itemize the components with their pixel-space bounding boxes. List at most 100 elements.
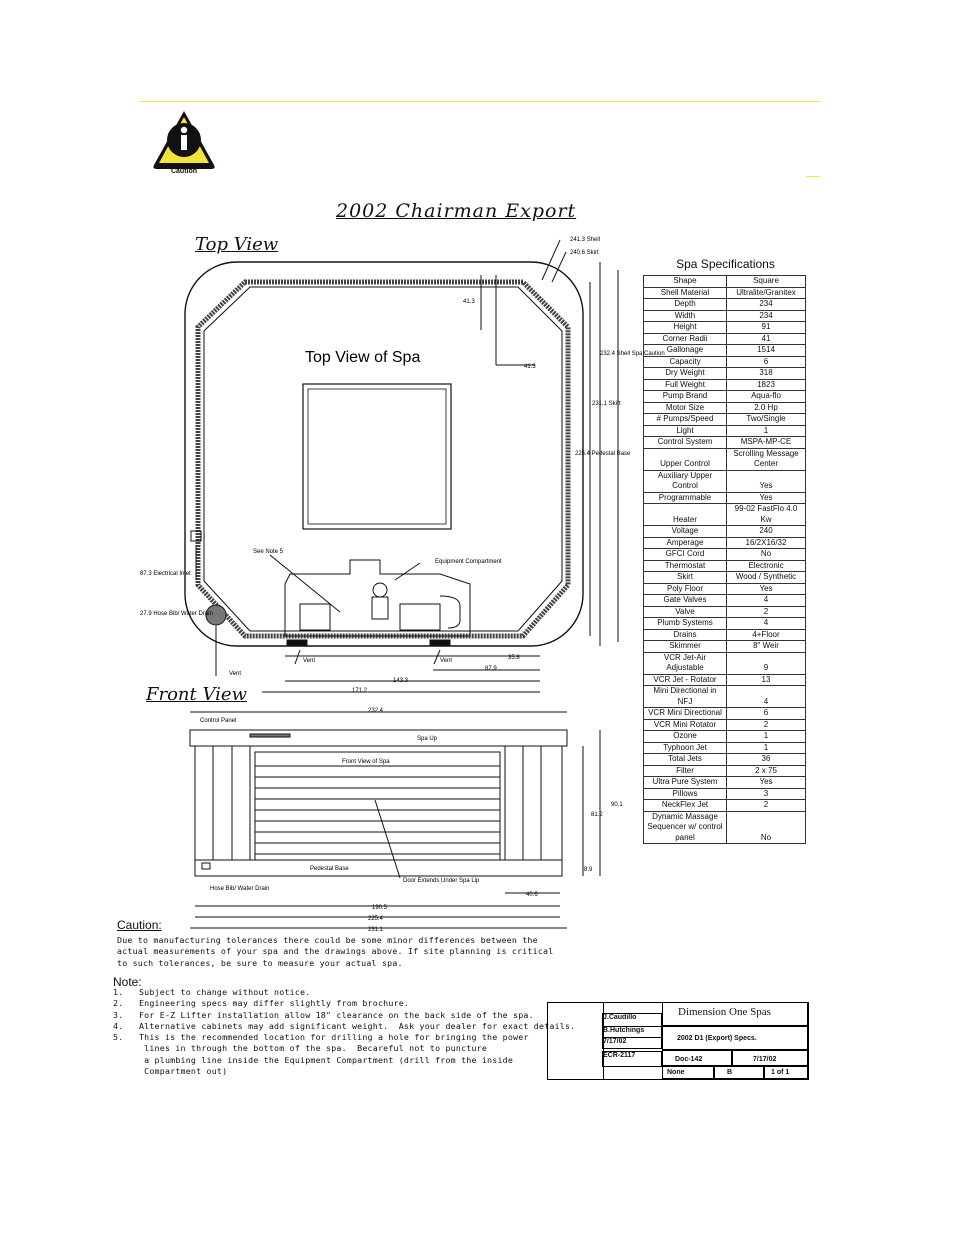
door-note-label: Door Extends Under Spa Lip	[403, 878, 480, 884]
pedestal-label: Pedestal Base	[310, 866, 349, 872]
front-dim-89: 8.9	[584, 867, 593, 873]
dim-1712: 171.2	[352, 688, 368, 694]
front-dim-406: 40.6	[526, 892, 538, 898]
note-item: Compartment out)	[113, 1066, 228, 1077]
spec-label: # Pumps/Speed	[643, 413, 727, 426]
spec-label: Heater	[643, 503, 727, 526]
spec-label: NeckFlex Jet	[643, 799, 727, 812]
spec-label: VCR Jet - Rotator	[643, 673, 727, 686]
spec-value: 9	[726, 651, 806, 675]
dim-879: 87.9	[485, 666, 497, 672]
spec-value: Yes	[726, 776, 806, 789]
spec-label: Mini Directional in NFJ	[643, 685, 727, 708]
dim-electrical-inlet: 87.3 Electrical Inlet	[140, 571, 191, 577]
spec-value: 2	[726, 718, 806, 731]
spec-label: Gate Valves	[643, 594, 727, 607]
header-rule	[140, 101, 820, 102]
spec-value: Ultralite/Granitex	[726, 286, 806, 299]
spec-value: 91	[726, 321, 806, 334]
dim-2311: 231.1 Skirt	[592, 401, 621, 407]
spec-row: Dynamic Massage Sequencer w/ control pan…	[643, 810, 806, 844]
tb-doc: Doc-142	[662, 1050, 732, 1066]
spec-label: VCR Jet-Air Adjustable	[643, 651, 727, 675]
spec-value: Aqua-flo	[726, 390, 806, 403]
spec-value: 2	[726, 605, 806, 618]
equipment-compartment-label: Equipment Compartment	[435, 559, 502, 565]
spec-table-title: Spa Specifications	[676, 257, 775, 271]
control-panel-label: Control Panel	[200, 718, 236, 724]
spec-value: 13	[726, 673, 806, 686]
drawing-title: 2002 Chairman Export	[336, 200, 577, 222]
spec-label: Amperage	[643, 536, 727, 549]
spec-value: 1823	[726, 378, 806, 391]
top-view-drawing	[184, 239, 619, 693]
spec-label: Valve	[643, 605, 727, 618]
see-note-label: See Note 5	[253, 549, 284, 555]
spec-label: VCR Mini Directional	[643, 707, 727, 720]
dim-1433: 143.3	[393, 678, 409, 684]
spec-label: Shell Material	[643, 286, 727, 299]
spec-label: Motor Size	[643, 401, 727, 414]
spec-label: Skimmer	[643, 640, 727, 653]
spec-label: Ultra Pure System	[643, 776, 727, 789]
spec-label: Drains	[643, 628, 727, 641]
spec-label: Capacity	[643, 355, 727, 368]
notes-heading: Note:	[113, 975, 142, 989]
tb-rev: B	[714, 1066, 764, 1079]
vent-label-b: Vent	[303, 658, 315, 664]
tb-scale: None	[662, 1066, 714, 1079]
spec-label: Pillows	[643, 787, 727, 800]
spec-value: 4	[726, 594, 806, 607]
spec-label: Total Jets	[643, 753, 727, 766]
tb-date1: 7/17/02	[602, 1037, 662, 1049]
spec-value: Yes	[726, 582, 806, 595]
title-block: J.Caudillo B.Hutchings 7/17/02 ECR-2117 …	[547, 1002, 809, 1080]
spec-label: Ozone	[643, 730, 727, 743]
tb-date2: 7/17/02	[732, 1050, 808, 1066]
spec-value: 4+Floor	[726, 628, 806, 641]
spec-label: Height	[643, 321, 727, 334]
dim-358: 35.8	[508, 655, 520, 661]
note-item: a plumbing line inside the Equipment Com…	[113, 1054, 514, 1065]
caution-body: Due to manufacturing tolerances there co…	[117, 935, 554, 968]
spec-value: 4	[726, 617, 806, 630]
spec-value: 41	[726, 332, 806, 345]
spec-value: 2	[726, 799, 806, 812]
spec-value: Two/Single	[726, 413, 806, 426]
vent-label-a: Vent	[229, 671, 241, 677]
spec-value: Square	[726, 275, 806, 288]
spec-value: Yes	[726, 469, 806, 493]
dim-shell: 241.3 Shell	[570, 237, 600, 243]
dim-skirt: 240.6 Skirt	[570, 250, 599, 256]
tb-title: 2002 D1 (Export) Specs.	[662, 1026, 808, 1050]
front-view-drawing	[189, 711, 601, 929]
spec-label: Auxiliary Upper Control	[643, 469, 727, 493]
spec-label: Programmable	[643, 491, 727, 504]
tb-company: Dimension One Spas	[662, 1002, 808, 1026]
